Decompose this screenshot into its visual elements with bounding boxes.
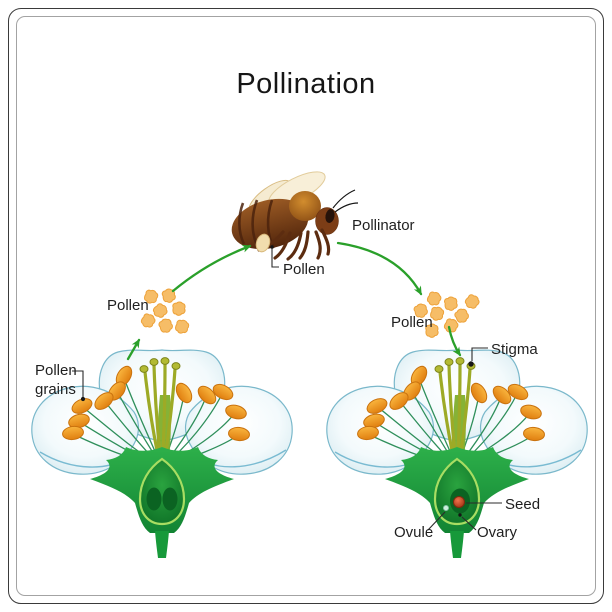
left-pollen-label: Pollen xyxy=(107,297,149,314)
right-flower-illustration xyxy=(325,348,589,560)
bee-eye xyxy=(325,209,335,223)
arrow-pollen-to-bee xyxy=(171,244,252,293)
stigma-label: Stigma xyxy=(491,341,538,358)
seed-label: Seed xyxy=(505,496,541,513)
arrow-flower-to-pollen xyxy=(126,338,141,361)
seed-illustration xyxy=(453,496,465,508)
bee-legs xyxy=(257,228,331,261)
label-connectors xyxy=(72,248,502,531)
ovary-label: Ovary xyxy=(477,524,518,541)
bee-pollen-sac xyxy=(255,233,271,253)
ovule-label: Ovule xyxy=(394,524,434,541)
pollen-grains-label: Pollen grains xyxy=(35,361,77,399)
ovule-illustration xyxy=(442,504,449,511)
stigma-dot xyxy=(468,361,474,367)
left-flower-illustration xyxy=(30,348,294,560)
pollen-grains-line2: grains xyxy=(35,381,76,398)
bee-pollen-label: Pollen xyxy=(283,261,325,278)
left-flower-ovules xyxy=(146,487,178,511)
label-connector-dots xyxy=(80,245,474,517)
right-pollen-label: Pollen xyxy=(391,314,433,331)
pollinator-label: Pollinator xyxy=(352,217,415,234)
pollen-grains-line1: Pollen xyxy=(35,362,77,379)
page-title: Pollination xyxy=(236,68,376,100)
arrow-pollen-to-stigma xyxy=(447,325,462,357)
bee-antennae xyxy=(332,189,359,213)
bee-illustration xyxy=(231,171,359,261)
arrow-bee-to-pollen xyxy=(336,241,423,296)
bee-thorax xyxy=(289,191,321,221)
